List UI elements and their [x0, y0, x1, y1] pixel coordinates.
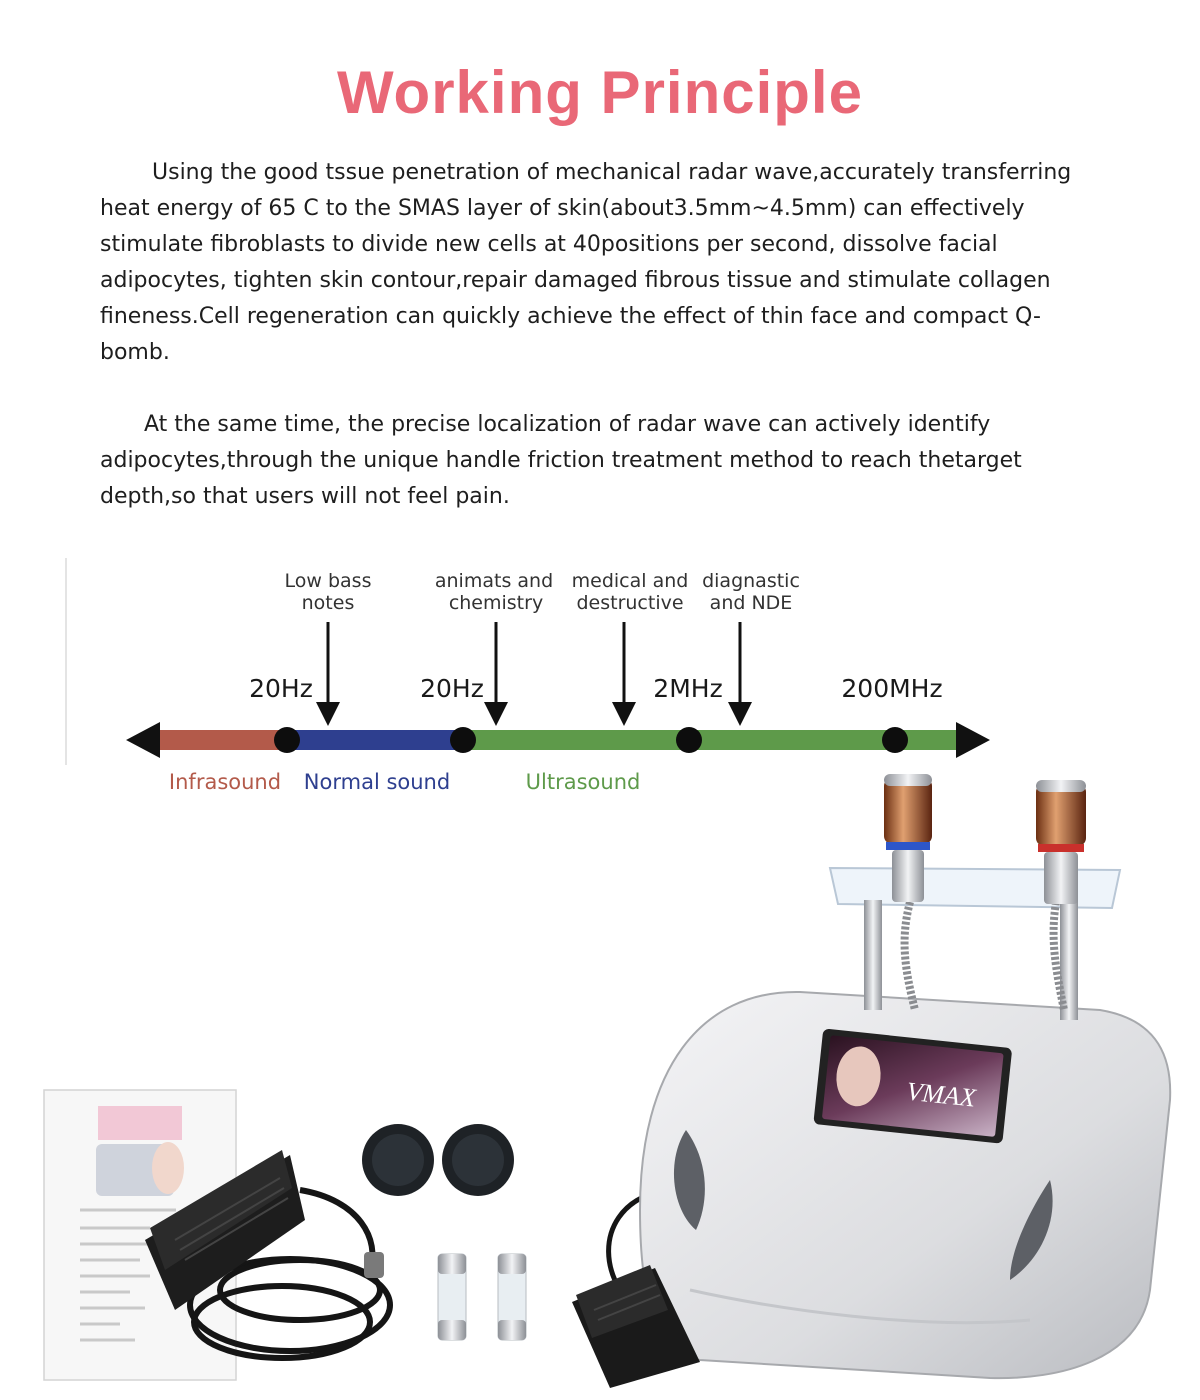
band-label-normal-sound: Normal sound	[304, 770, 450, 794]
frequency-label-3: 2MHz	[653, 674, 722, 703]
band-segment-normal-sound	[288, 730, 463, 750]
fuse-1	[437, 1253, 467, 1341]
side-grip-right	[1010, 1180, 1053, 1280]
category-label-low-bass-2: notes	[302, 592, 355, 614]
foot-pedal-left	[145, 1150, 305, 1310]
down-arrow-2	[484, 622, 508, 726]
product-photo: VMAX	[43, 774, 1172, 1388]
fuse-2	[497, 1253, 527, 1341]
foot-pedal-right	[572, 1265, 700, 1388]
boundary-dot-2	[450, 727, 476, 753]
handpiece-red	[1036, 780, 1086, 904]
side-grip-left	[673, 1130, 705, 1230]
down-arrow-1	[316, 622, 340, 726]
support-tube-left	[864, 900, 882, 1010]
cable-connector	[364, 1252, 384, 1278]
right-arrowhead	[956, 722, 990, 758]
paragraph-2: At the same time, the precise localizati…	[100, 412, 1022, 509]
pedal-cable-left	[187, 1187, 393, 1361]
band-segment-infrasound	[158, 730, 288, 750]
left-arrowhead	[126, 722, 160, 758]
boundary-dot-1	[274, 727, 300, 753]
frequency-spectrum-diagram: Low bass notes animats and chemistry med…	[65, 558, 990, 794]
vmax-machine: VMAX	[638, 990, 1172, 1380]
category-label-chemistry-1: animats and	[435, 570, 553, 592]
frequency-label-4: 200MHz	[841, 674, 942, 703]
boundary-dot-3	[676, 727, 702, 753]
category-label-diagnostic-2: and NDE	[710, 592, 793, 614]
boundary-dot-4	[882, 727, 908, 753]
category-label-medical-2: destructive	[576, 592, 683, 614]
band-label-infrasound: Infrasound	[169, 770, 281, 794]
category-label-low-bass-1: Low bass	[285, 570, 372, 592]
support-tube-right	[1060, 900, 1078, 1020]
handpiece-blue	[884, 774, 932, 902]
frequency-label-2: 20Hz	[420, 674, 484, 703]
page-title: Working Principle	[337, 59, 863, 126]
down-arrow-3	[612, 622, 636, 726]
band-label-ultrasound: Ultrasound	[526, 770, 641, 794]
band-segment-ultrasound	[463, 730, 960, 750]
category-label-medical-1: medical and	[572, 570, 689, 592]
paragraph-1: Using the good tssue penetration of mech…	[100, 160, 1072, 365]
category-label-chemistry-2: chemistry	[449, 592, 543, 614]
category-label-diagnostic-1: diagnastic	[702, 570, 800, 592]
frequency-label-1: 20Hz	[249, 674, 313, 703]
down-arrow-4	[728, 622, 752, 726]
